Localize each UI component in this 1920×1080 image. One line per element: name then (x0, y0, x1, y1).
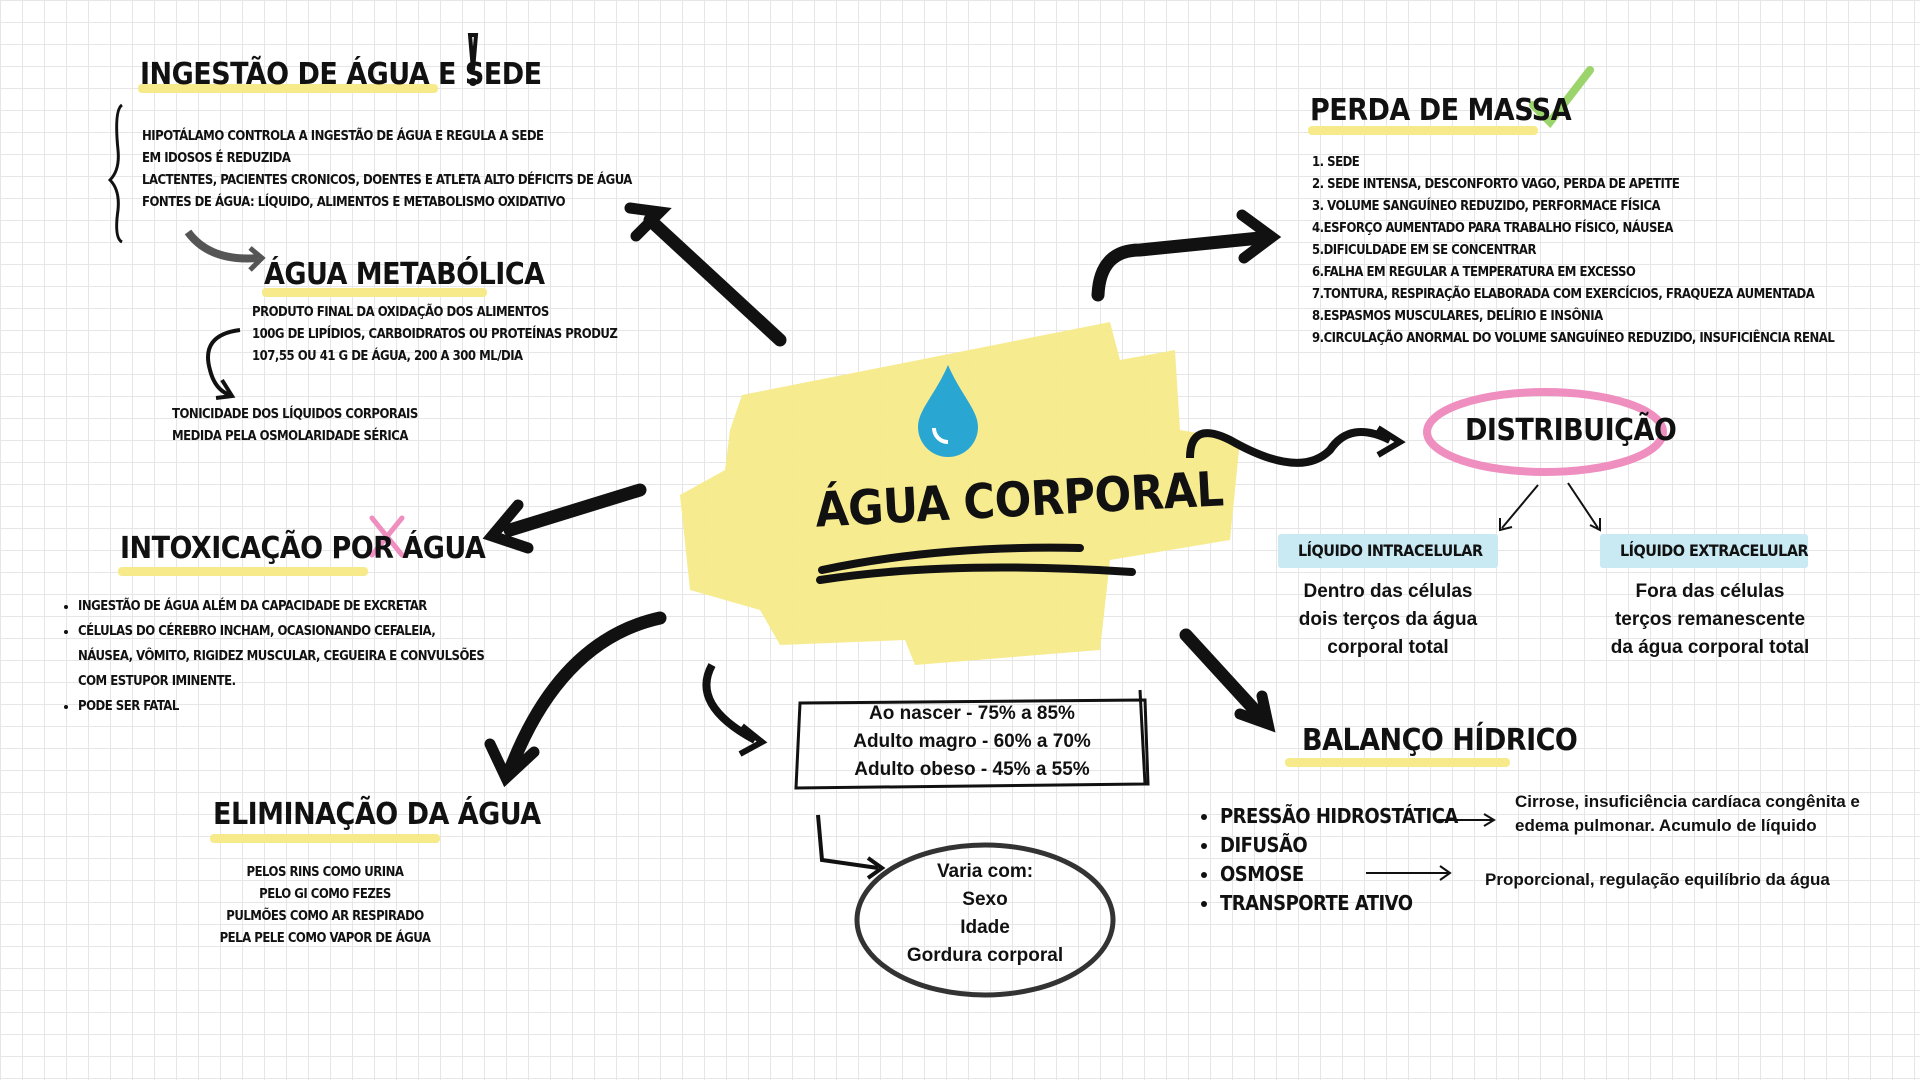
tonicidade-text: Tonicidade dos líquidos corporais medida… (172, 404, 418, 448)
perda-item: 5.Dificuldade em se concentrar (1312, 243, 1536, 258)
tonicidade-line: Tonicidade dos líquidos corporais (172, 407, 418, 422)
arrow-to-balanco (1179, 628, 1269, 725)
perda-item: 3. Volume sanguíneo reduzido, performace… (1312, 199, 1661, 214)
metabolica-title: Água metabólica (264, 257, 545, 292)
perda-item: 4.Esforço aumentado para trabalho físico… (1312, 221, 1673, 236)
eliminacao-line: Pulmões como ar respirado (226, 909, 424, 924)
ingestao-line: Fontes de água: líquido, alimentos e met… (142, 195, 566, 210)
perda-item: 2. Sede intensa, desconforto vago, perda… (1312, 177, 1680, 192)
perda-item: 6.Falha em regular a temperatura em exce… (1312, 265, 1636, 280)
ingestao-highlight (138, 84, 438, 93)
exclamation-icon (467, 33, 479, 86)
balanco-item: Difusão (1220, 831, 1458, 860)
distribuicao-ellipse (1423, 388, 1667, 476)
arrow-to-percentuais (702, 663, 757, 744)
ingestao-text: Hipotálamo controla a ingestão de água e… (142, 126, 632, 214)
balanco-title: Balanço hídrico (1302, 723, 1578, 758)
intra-line: dois terços da água (1298, 609, 1478, 630)
perda-list: 1. Sede 2. Sede intensa, desconforto vag… (1312, 152, 1835, 350)
arrow-to-varia (816, 814, 879, 870)
intoxicacao-highlight (118, 567, 368, 576)
intoxicacao-item: Pode ser fatal (78, 694, 488, 719)
percentuais-line: Adulto obeso - 45% a 55% (854, 759, 1090, 780)
balanco-item: Pressão hidrostática (1220, 802, 1458, 831)
ingestao-line: Hipotálamo controla a ingestão de água e… (142, 129, 544, 144)
eliminacao-line: Pela pele como vapor de água (219, 931, 431, 946)
arrow-to-ingestao (643, 213, 787, 347)
balanco-item: Transporte ativo (1220, 889, 1458, 918)
balanco-highlight (1285, 758, 1510, 767)
intra-line: corporal total (1327, 637, 1449, 658)
percentuais-line: Adulto magro - 60% a 70% (853, 731, 1091, 752)
tonicidade-line: medida pela osmolaridade sérica (172, 429, 408, 444)
arrow-to-extra (1567, 482, 1599, 529)
percentuais-line: Ao nascer - 75% a 85% (869, 703, 1075, 724)
metabolica-highlight (262, 288, 487, 297)
extra-text: Fora das células terços remanescente da … (1580, 578, 1840, 662)
varia-ellipse (854, 842, 1116, 998)
water-drop-icon (918, 365, 978, 457)
balanco-list: Pressão hidrostática Difusão Osmose Tran… (1200, 802, 1458, 918)
eliminacao-line: pelo GI como fezes (259, 887, 391, 902)
percentuais-text: Ao nascer - 75% a 85% Adulto magro - 60%… (802, 700, 1142, 784)
note1-line: Cirrose, insuficiência cardíaca congênit… (1515, 792, 1860, 811)
intoxicacao-title: Intoxicação por água (120, 531, 486, 566)
center-underline (816, 543, 1136, 584)
intoxicacao-list: Ingestão de água além da capacidade de e… (58, 594, 488, 719)
perda-item: 1. Sede (1312, 155, 1360, 170)
balanco-note1: Cirrose, insuficiência cardíaca congênit… (1515, 790, 1860, 838)
arrow-to-tonicidade (206, 328, 241, 397)
check-icon (1529, 66, 1594, 129)
ingestao-line: Lactentes, pacientes cronicos, doentes e… (142, 173, 632, 188)
perda-item: 8.Espasmos musculares, delírio e insônia (1312, 309, 1603, 324)
arrow-to-intoxicacao (503, 483, 647, 537)
balanco-item: Osmose (1220, 860, 1458, 889)
perda-highlight (1308, 126, 1538, 135)
metabolica-line: 100g de lipídios, carboidratos ou proteí… (252, 327, 618, 342)
x-icon (369, 515, 405, 558)
metabolica-line: Produto final da oxidação dos alimentos (252, 305, 549, 320)
arrow-to-metabolica (184, 229, 259, 263)
intra-label: Líquido intracelular (1298, 541, 1483, 560)
balanco-note2: Proporcional, regulação equilíbrio da ág… (1485, 870, 1830, 889)
left-brace (107, 103, 124, 244)
varia-line: Idade (960, 917, 1010, 938)
metabolica-text: Produto final da oxidação dos alimentos … (252, 302, 618, 368)
distribuicao-title: Distribuição (1465, 413, 1677, 448)
arrow-to-eliminacao (503, 611, 667, 777)
intra-label-bg (1278, 534, 1498, 568)
eliminacao-line: Pelos rins como urina (246, 865, 404, 880)
extra-label-bg (1600, 534, 1808, 568)
extra-label: Líquido extracelular (1620, 541, 1809, 560)
varia-line: Gordura corporal (906, 945, 1064, 966)
intra-text: Dentro das células dois terços da água c… (1258, 578, 1518, 662)
ingestao-line: Em idosos é reduzida (142, 151, 291, 166)
varia-text: Varia com: Sexo Idade Gordura corporal (870, 858, 1100, 970)
varia-line: Varia com: (936, 861, 1034, 882)
perda-item: 9.Circulação anormal do volume sanguíneo… (1312, 331, 1835, 346)
percentuais-box (794, 689, 1150, 790)
ingestao-title: Ingestão de água e sede (140, 57, 542, 92)
arrow-to-distribuicao (1186, 428, 1392, 467)
perda-item: 7.Tontura, respiração elaborada com exer… (1312, 287, 1815, 302)
perda-title: Perda de massa (1310, 93, 1572, 128)
intoxicacao-item: Ingestão de água além da capacidade de e… (78, 594, 488, 619)
metabolica-line: 107,55 ou 41 g de água, 200 a 300 ml/dia (252, 349, 523, 364)
eliminacao-text: Pelos rins como urina pelo GI como fezes… (200, 862, 450, 950)
eliminacao-highlight (210, 834, 440, 843)
arrow-to-intra (1501, 484, 1539, 529)
arrow-to-perda (1091, 231, 1267, 302)
extra-line: Fora das células (1635, 581, 1785, 602)
extra-line: da água corporal total (1610, 637, 1810, 658)
eliminacao-title: Eliminação da água (213, 797, 541, 832)
varia-line: Sexo (962, 889, 1008, 910)
extra-line: terços remanescente (1614, 609, 1806, 630)
intra-line: Dentro das células (1303, 581, 1473, 602)
intoxicacao-item: Células do cérebro incham, ocasionando c… (78, 619, 488, 694)
note1-line: edema pulmonar. Acumulo de líquido (1515, 816, 1817, 835)
